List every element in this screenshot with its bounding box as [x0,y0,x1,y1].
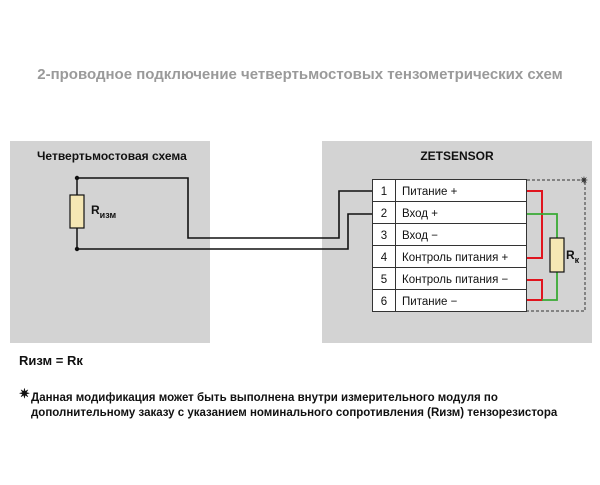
r-izm-label: Rизм [91,203,116,220]
pin-1-label: Питание + [402,186,458,198]
terminal-block: 1 Питание + 2 Вход + 3 Вход − 4 Контроль… [372,179,527,312]
internal-module-outline [527,179,586,312]
pin-5-label: Контроль питания − [402,274,509,286]
pin-6-number: 6 [381,296,387,308]
formula: Rизм = Rк [19,353,83,368]
pin-3-number: 3 [381,230,387,242]
quarter-bridge-title: Четвертьмостовая схема [37,149,187,163]
pin-4-number: 4 [381,252,388,264]
wire-green-bottom [542,272,558,301]
star-icon: ✷ [19,386,30,401]
wire-green-top [527,213,558,238]
pin-5-number: 5 [381,274,387,286]
pin-3-label: Вход − [402,230,438,242]
pin-2-label: Вход + [402,208,438,220]
quarter-bridge-panel [10,141,210,343]
wire-red-supply-minus [527,279,543,301]
footnote: Данная модификация может быть выполнена … [31,392,558,419]
pin-2-number: 2 [381,208,387,220]
wire-supply-plus [77,177,373,239]
pin-4-label: Контроль питания + [402,252,509,264]
pin-6-label: Питание − [402,296,458,308]
left-circuit [69,175,373,252]
rk-label: Rк [566,248,580,265]
wire-input-plus [77,213,373,250]
resistor-rk [549,237,565,273]
zetsensor-title: ZETSENSOR [420,149,494,163]
star-icon: ✷ [579,174,588,187]
pin-1-number: 1 [381,186,387,198]
page-title: 2-проводное подключение четвертьмостовых… [37,66,563,83]
wire-red-supply-plus [527,190,543,259]
resistor-r-izm [69,194,85,229]
internal-wiring: ✷ [527,174,589,312]
